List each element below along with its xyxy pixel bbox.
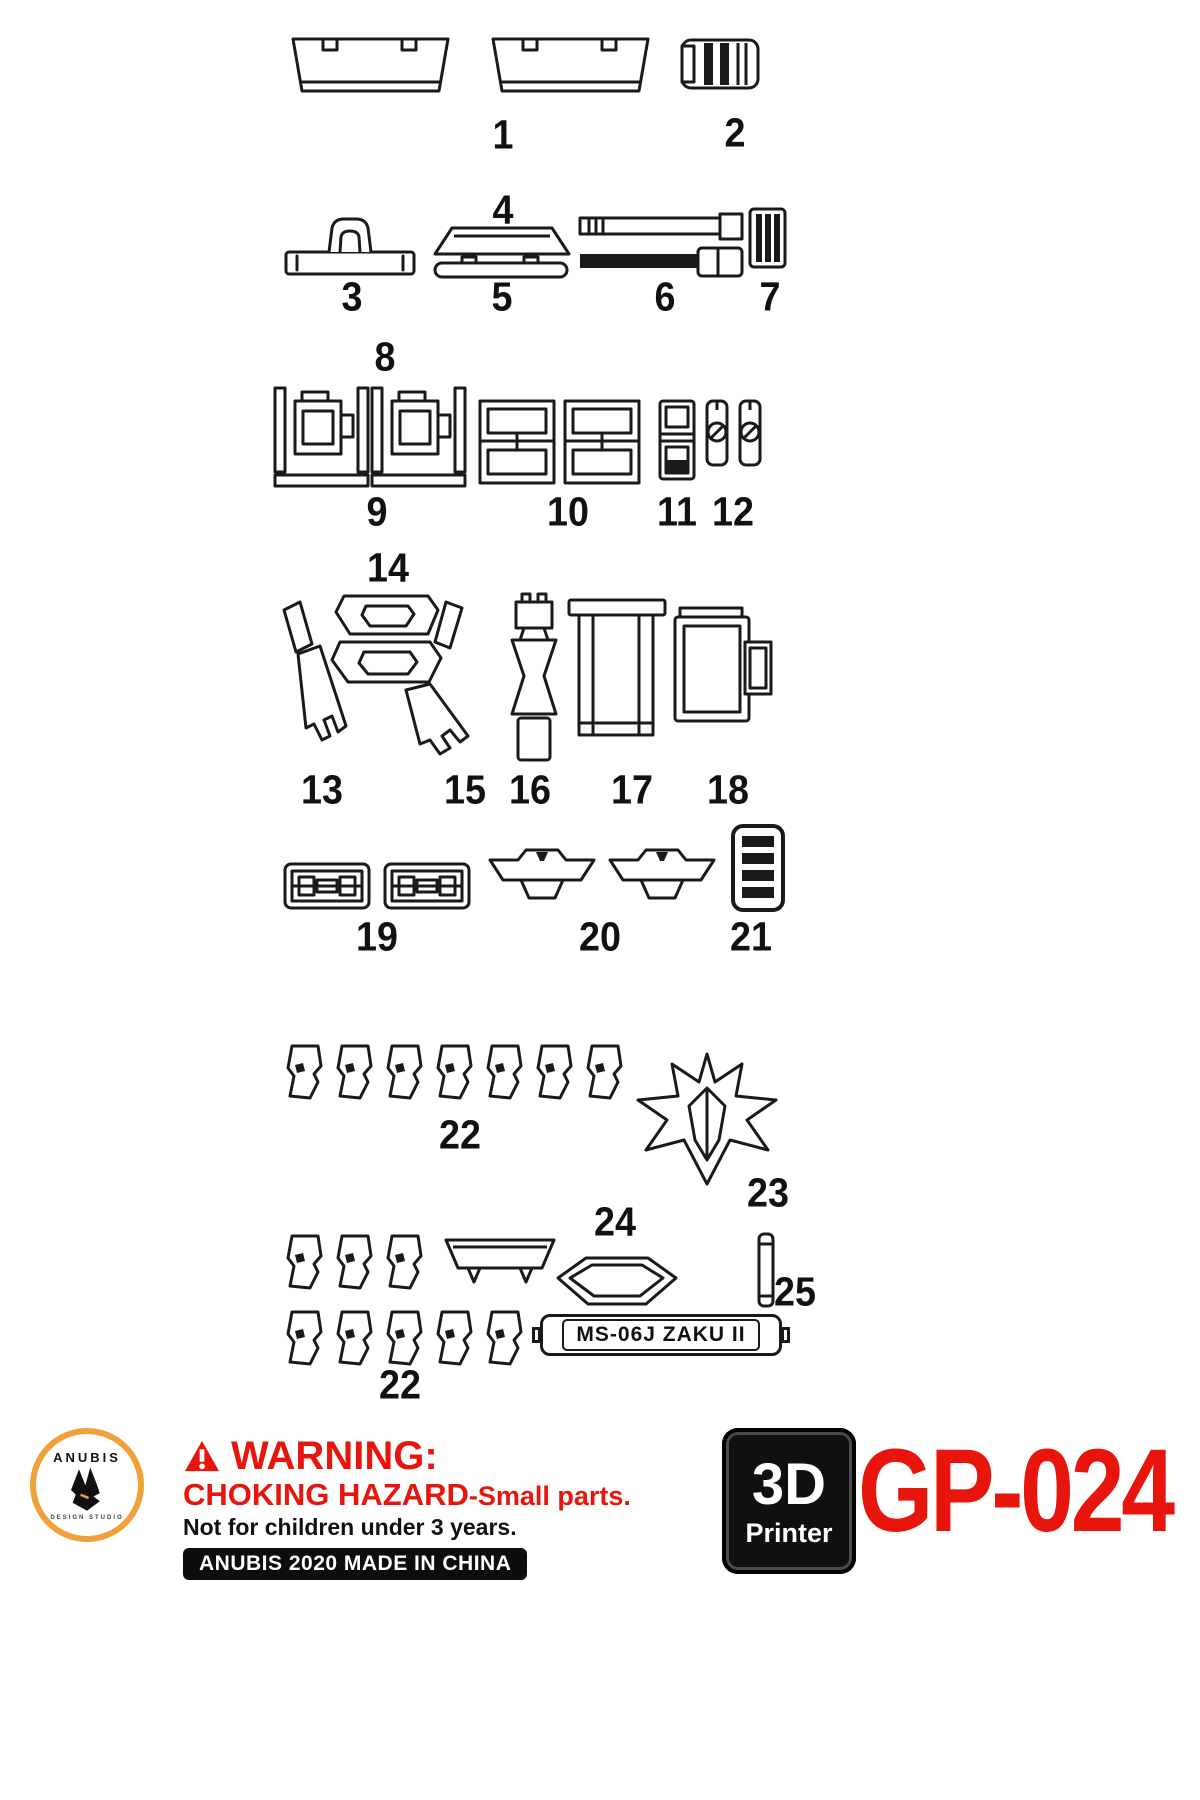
age-note-text: Not for children under 3 years. — [183, 1513, 517, 1540]
part-18-drawing — [673, 606, 773, 723]
part-4-label: 4 — [492, 186, 514, 233]
part-8-label: 8 — [374, 333, 396, 380]
part-6-label: 6 — [654, 273, 676, 320]
part-19-label: 19 — [356, 913, 398, 960]
part-9-assembly-left-drawing — [273, 386, 370, 488]
logo-subtitle-text: DESIGN STUDIO — [50, 1514, 124, 1521]
hazard-suffix-text: -Small parts. — [468, 1481, 631, 1511]
warning-block: WARNING: CHOKING HAZARD-Small parts. Not… — [183, 1436, 631, 1580]
part-17-drawing — [567, 598, 667, 737]
part-25-rod-drawing — [757, 1232, 775, 1308]
part-10-frame-left-drawing — [478, 399, 556, 485]
warning-hazard-line: CHOKING HAZARD-Small parts. — [183, 1477, 631, 1512]
part-23-label: 23 — [747, 1169, 789, 1216]
part-22-clip — [436, 1310, 473, 1366]
part-9-assembly-right-drawing — [370, 386, 467, 488]
part-11-label: 11 — [657, 488, 697, 535]
part-6-drawing — [578, 212, 744, 278]
part-23-zeon-emblem-drawing — [636, 1052, 778, 1186]
part-22-clip — [286, 1044, 323, 1100]
part-7-drawing — [748, 207, 787, 269]
part-24-plate-drawing — [444, 1238, 556, 1284]
nameplate-tab-left — [532, 1327, 541, 1343]
nameplate-tab-right — [781, 1327, 790, 1343]
part-11-drawing — [658, 399, 696, 481]
part-3-drawing — [284, 217, 416, 276]
part-19-buckle-right-drawing — [383, 862, 471, 910]
part-16-drawing — [510, 592, 558, 762]
logo-brand-text: ANUBIS — [53, 1449, 121, 1465]
anubis-design-studio-logo: ANUBIS DESIGN STUDIO — [30, 1428, 144, 1542]
part-19-buckle-left-drawing — [283, 862, 371, 910]
badge-3d-text: 3D — [751, 1451, 827, 1517]
part-22-clip — [486, 1044, 523, 1100]
part-12-pin-right-drawing — [738, 399, 762, 467]
part-22-clip — [386, 1310, 423, 1366]
part-21-label: 21 — [730, 913, 772, 960]
part-1-plate-right-drawing — [491, 37, 650, 93]
part-13-label: 13 — [301, 766, 343, 813]
part-24-label: 24 — [594, 1198, 636, 1245]
part-22-clip — [336, 1310, 373, 1366]
hazard-text: CHOKING HAZARD — [183, 1477, 469, 1512]
part-1-plate-left-drawing — [291, 37, 450, 93]
part-3-label: 3 — [341, 273, 363, 320]
part-10-label: 10 — [547, 488, 589, 535]
part-22-clip — [336, 1234, 373, 1290]
3d-printer-badge: 3D Printer — [722, 1428, 856, 1574]
part-24-shield-drawing — [556, 1256, 678, 1306]
part-1-label: 1 — [492, 111, 514, 158]
part-14-label: 14 — [367, 544, 409, 591]
part-25-label: 25 — [774, 1268, 816, 1315]
part-22-clip — [336, 1044, 373, 1100]
part-15-label: 15 — [444, 766, 486, 813]
warning-title: WARNING: — [231, 1434, 438, 1478]
part-9-label: 9 — [366, 488, 388, 535]
part-22-label-a: 22 — [439, 1111, 481, 1158]
part-5-label: 5 — [491, 273, 513, 320]
part-2-drawing — [680, 38, 760, 90]
part-16-label: 16 — [509, 766, 551, 813]
part-20-label: 20 — [579, 913, 621, 960]
part-10-frame-right-drawing — [563, 399, 641, 485]
badge-printer-text: Printer — [745, 1517, 833, 1548]
part-22-clip — [386, 1234, 423, 1290]
part-22-clip — [386, 1044, 423, 1100]
part-4-drawing — [433, 226, 571, 256]
part-17-label: 17 — [611, 766, 653, 813]
part-22-label-b: 22 — [379, 1361, 421, 1408]
part-18-label: 18 — [707, 766, 749, 813]
part-5-drawing — [433, 255, 569, 279]
part-22-clip — [486, 1310, 523, 1366]
part-12-pin-left-drawing — [705, 399, 729, 467]
nameplate-text: MS-06J ZAKU II — [562, 1319, 760, 1351]
part-20-wing-right-drawing — [608, 848, 716, 900]
part-12-label: 12 — [712, 488, 754, 535]
part-2-label: 2 — [724, 109, 746, 156]
part-22-clip — [286, 1234, 323, 1290]
part-22-clip — [536, 1044, 573, 1100]
part-21-grille-drawing — [731, 824, 785, 912]
warning-triangle-icon — [185, 1440, 219, 1472]
part-13-14-15-cluster-drawing — [282, 594, 470, 756]
part-22-clip — [286, 1310, 323, 1366]
part-20-wing-left-drawing — [488, 848, 596, 900]
made-in-bar: ANUBIS 2020 MADE IN CHINA — [183, 1547, 528, 1580]
part-7-label: 7 — [759, 273, 781, 320]
part-22-clip — [436, 1044, 473, 1100]
ms-06j-zaku-nameplate: MS-06J ZAKU II — [532, 1314, 790, 1356]
anubis-jackal-icon — [71, 1467, 100, 1511]
product-code: GP-024 — [858, 1425, 1175, 1557]
part-22-clip — [586, 1044, 623, 1100]
